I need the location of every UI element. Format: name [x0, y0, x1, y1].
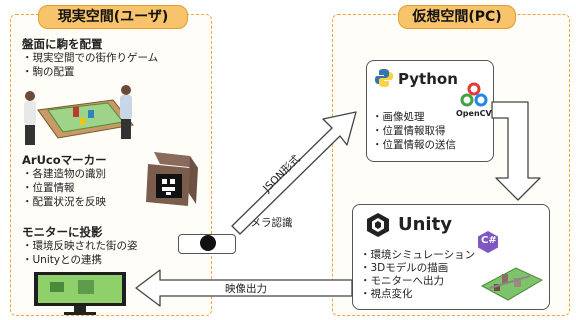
python-to-unity-arrow	[491, 101, 541, 201]
csharp-label: C#	[481, 235, 497, 246]
real-space-title: 現実空間(ユーザ)	[38, 5, 188, 29]
aruco-bullet-3: 配置状況を反映	[22, 195, 107, 209]
person-left-legs	[25, 125, 35, 145]
opencv-text: OpenCV	[456, 109, 492, 118]
python-bullet-1: 画像処理	[372, 110, 456, 124]
aruco-marker-cell-3	[162, 187, 175, 191]
person-right-legs	[121, 119, 131, 139]
unity-bullet-4: 視点変化	[360, 288, 475, 301]
city-building-3	[494, 284, 500, 291]
person-right-body	[120, 95, 132, 119]
board-piece-2	[88, 110, 94, 118]
json-arrow	[231, 111, 357, 235]
person-right-head	[121, 85, 131, 95]
python-label: Python	[398, 70, 458, 88]
python-bullets: 画像処理 位置情報取得 位置情報の送信	[372, 110, 457, 152]
city-building-2	[514, 278, 521, 287]
unity-label: Unity	[398, 214, 452, 235]
screen-block-1	[50, 282, 64, 292]
monitor-bullets: 環境反映された街の姿 Unityとの連携	[22, 239, 138, 267]
aruco-marker-cube	[146, 152, 198, 206]
monitor-bullet-2: Unityとの連携	[22, 253, 138, 267]
board-piece-1	[73, 107, 79, 117]
csharp-logo-icon	[478, 231, 498, 253]
cube-top	[154, 152, 198, 168]
unity-bullet-1: 環境シミュレーション	[360, 249, 476, 262]
monitor-bullet-1: 環境反映された街の姿	[22, 239, 138, 253]
aruco-section-title: ArUcoマーカー	[22, 153, 107, 167]
board-bullet-1: 現実空間での街作りゲーム	[22, 51, 159, 65]
python-logo-icon	[375, 69, 393, 87]
city-building-1	[502, 274, 508, 284]
board-bullet-2: 駒の配置	[22, 65, 158, 79]
python-bullet-2: 位置情報取得	[372, 124, 456, 138]
monitor-section-title: モニターに投影	[22, 225, 103, 239]
person-left-head	[25, 91, 35, 101]
unity-bullet-3: モニターへ出力	[360, 275, 475, 288]
virtual-space-title: 仮想空間(PC)	[398, 5, 516, 29]
monitor-illustration	[34, 272, 126, 315]
board-piece-3	[80, 118, 85, 125]
camera-lens	[200, 235, 216, 251]
unity-bullets: 環境シミュレーション 3Dモデルの描画 モニターへ出力 視点変化	[360, 249, 476, 301]
monitor-stand	[74, 306, 86, 312]
cube-side	[188, 156, 198, 204]
aruco-marker-cell-4	[166, 192, 171, 195]
video-output-label: 映像出力	[225, 283, 267, 295]
city-road	[489, 275, 531, 289]
opencv-logo-icon	[460, 82, 488, 107]
monitor-base	[64, 312, 96, 315]
aruco-bullet-2: 位置情報	[22, 181, 106, 195]
python-bullet-3: 位置情報の送信	[372, 138, 457, 152]
aruco-bullet-1: 各建造物の識別	[22, 167, 107, 181]
video-output-arrow	[135, 269, 353, 307]
unity-city-illustration	[480, 267, 544, 301]
person-left-body	[24, 101, 36, 125]
unity-logo-icon	[367, 213, 389, 237]
screen-block-2	[78, 280, 94, 294]
aruco-marker-cell-1	[162, 179, 167, 184]
board-illustration	[24, 85, 134, 145]
aruco-bullets: 各建造物の識別 位置情報 配置状況を反映	[22, 167, 107, 209]
board-bullets: 現実空間での街作りゲーム 駒の配置	[22, 51, 159, 79]
aruco-marker-cell-2	[170, 179, 175, 184]
unity-bullet-2: 3Dモデルの描画	[360, 262, 475, 275]
board-section-title: 盤面に駒を配置	[22, 37, 103, 51]
